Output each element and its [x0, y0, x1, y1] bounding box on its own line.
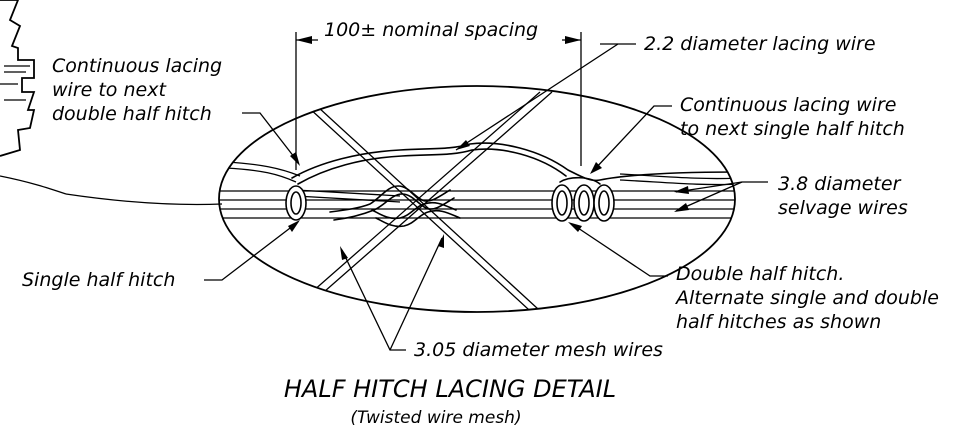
continuous-double-line2: wire to next	[52, 79, 167, 101]
double-hitch-line1: Double half hitch.	[676, 263, 844, 285]
double-half-hitch-loops	[551, 176, 615, 222]
single-hitch-leader: Single half hitch	[22, 220, 300, 291]
selvage-line2: selvage wires	[778, 197, 908, 219]
selvage-leader: 3.8 diameter selvage wires	[674, 173, 908, 219]
detail-ellipse	[218, 85, 736, 313]
double-hitch-leader: Double half hitch. Alternate single and …	[568, 222, 939, 333]
continuous-double-leader: Continuous lacing wire to next double ha…	[52, 55, 300, 166]
lacing-wire-leader: 2.2 diameter lacing wire	[455, 33, 876, 151]
double-hitch-line2: Alternate single and double	[674, 287, 939, 309]
single-half-hitch-loop	[285, 185, 307, 221]
mesh-detail	[219, 91, 735, 312]
mesh-wires-leader: 3.05 diameter mesh wires	[340, 234, 663, 361]
twisted-mesh-section	[329, 185, 461, 228]
double-hitch-line3: half hitches as shown	[676, 311, 881, 333]
drawing-subtitle: (Twisted wire mesh)	[350, 408, 521, 428]
lacing-wire-arch	[291, 142, 735, 182]
single-hitch-label: Single half hitch	[22, 269, 175, 291]
continuous-double-line1: Continuous lacing	[52, 55, 222, 77]
continuous-double-line3: double half hitch	[52, 103, 212, 125]
continuous-single-line1: Continuous lacing wire	[680, 94, 896, 116]
drawing-title: HALF HITCH LACING DETAIL	[284, 375, 616, 403]
continuous-single-leader: Continuous lacing wire to next single ha…	[590, 94, 905, 174]
gabion-edge-detail	[0, 0, 67, 195]
lacing-wire-label: 2.2 diameter lacing wire	[644, 33, 876, 55]
spacing-dimension: 100± nominal spacing	[295, 16, 582, 170]
spacing-label: 100± nominal spacing	[324, 19, 538, 41]
continuous-single-line2: to next single half hitch	[680, 118, 905, 140]
mesh-wires-label: 3.05 diameter mesh wires	[414, 339, 663, 361]
continuous-lacing-wire-left	[65, 193, 223, 206]
selvage-line1: 3.8 diameter	[778, 173, 902, 195]
